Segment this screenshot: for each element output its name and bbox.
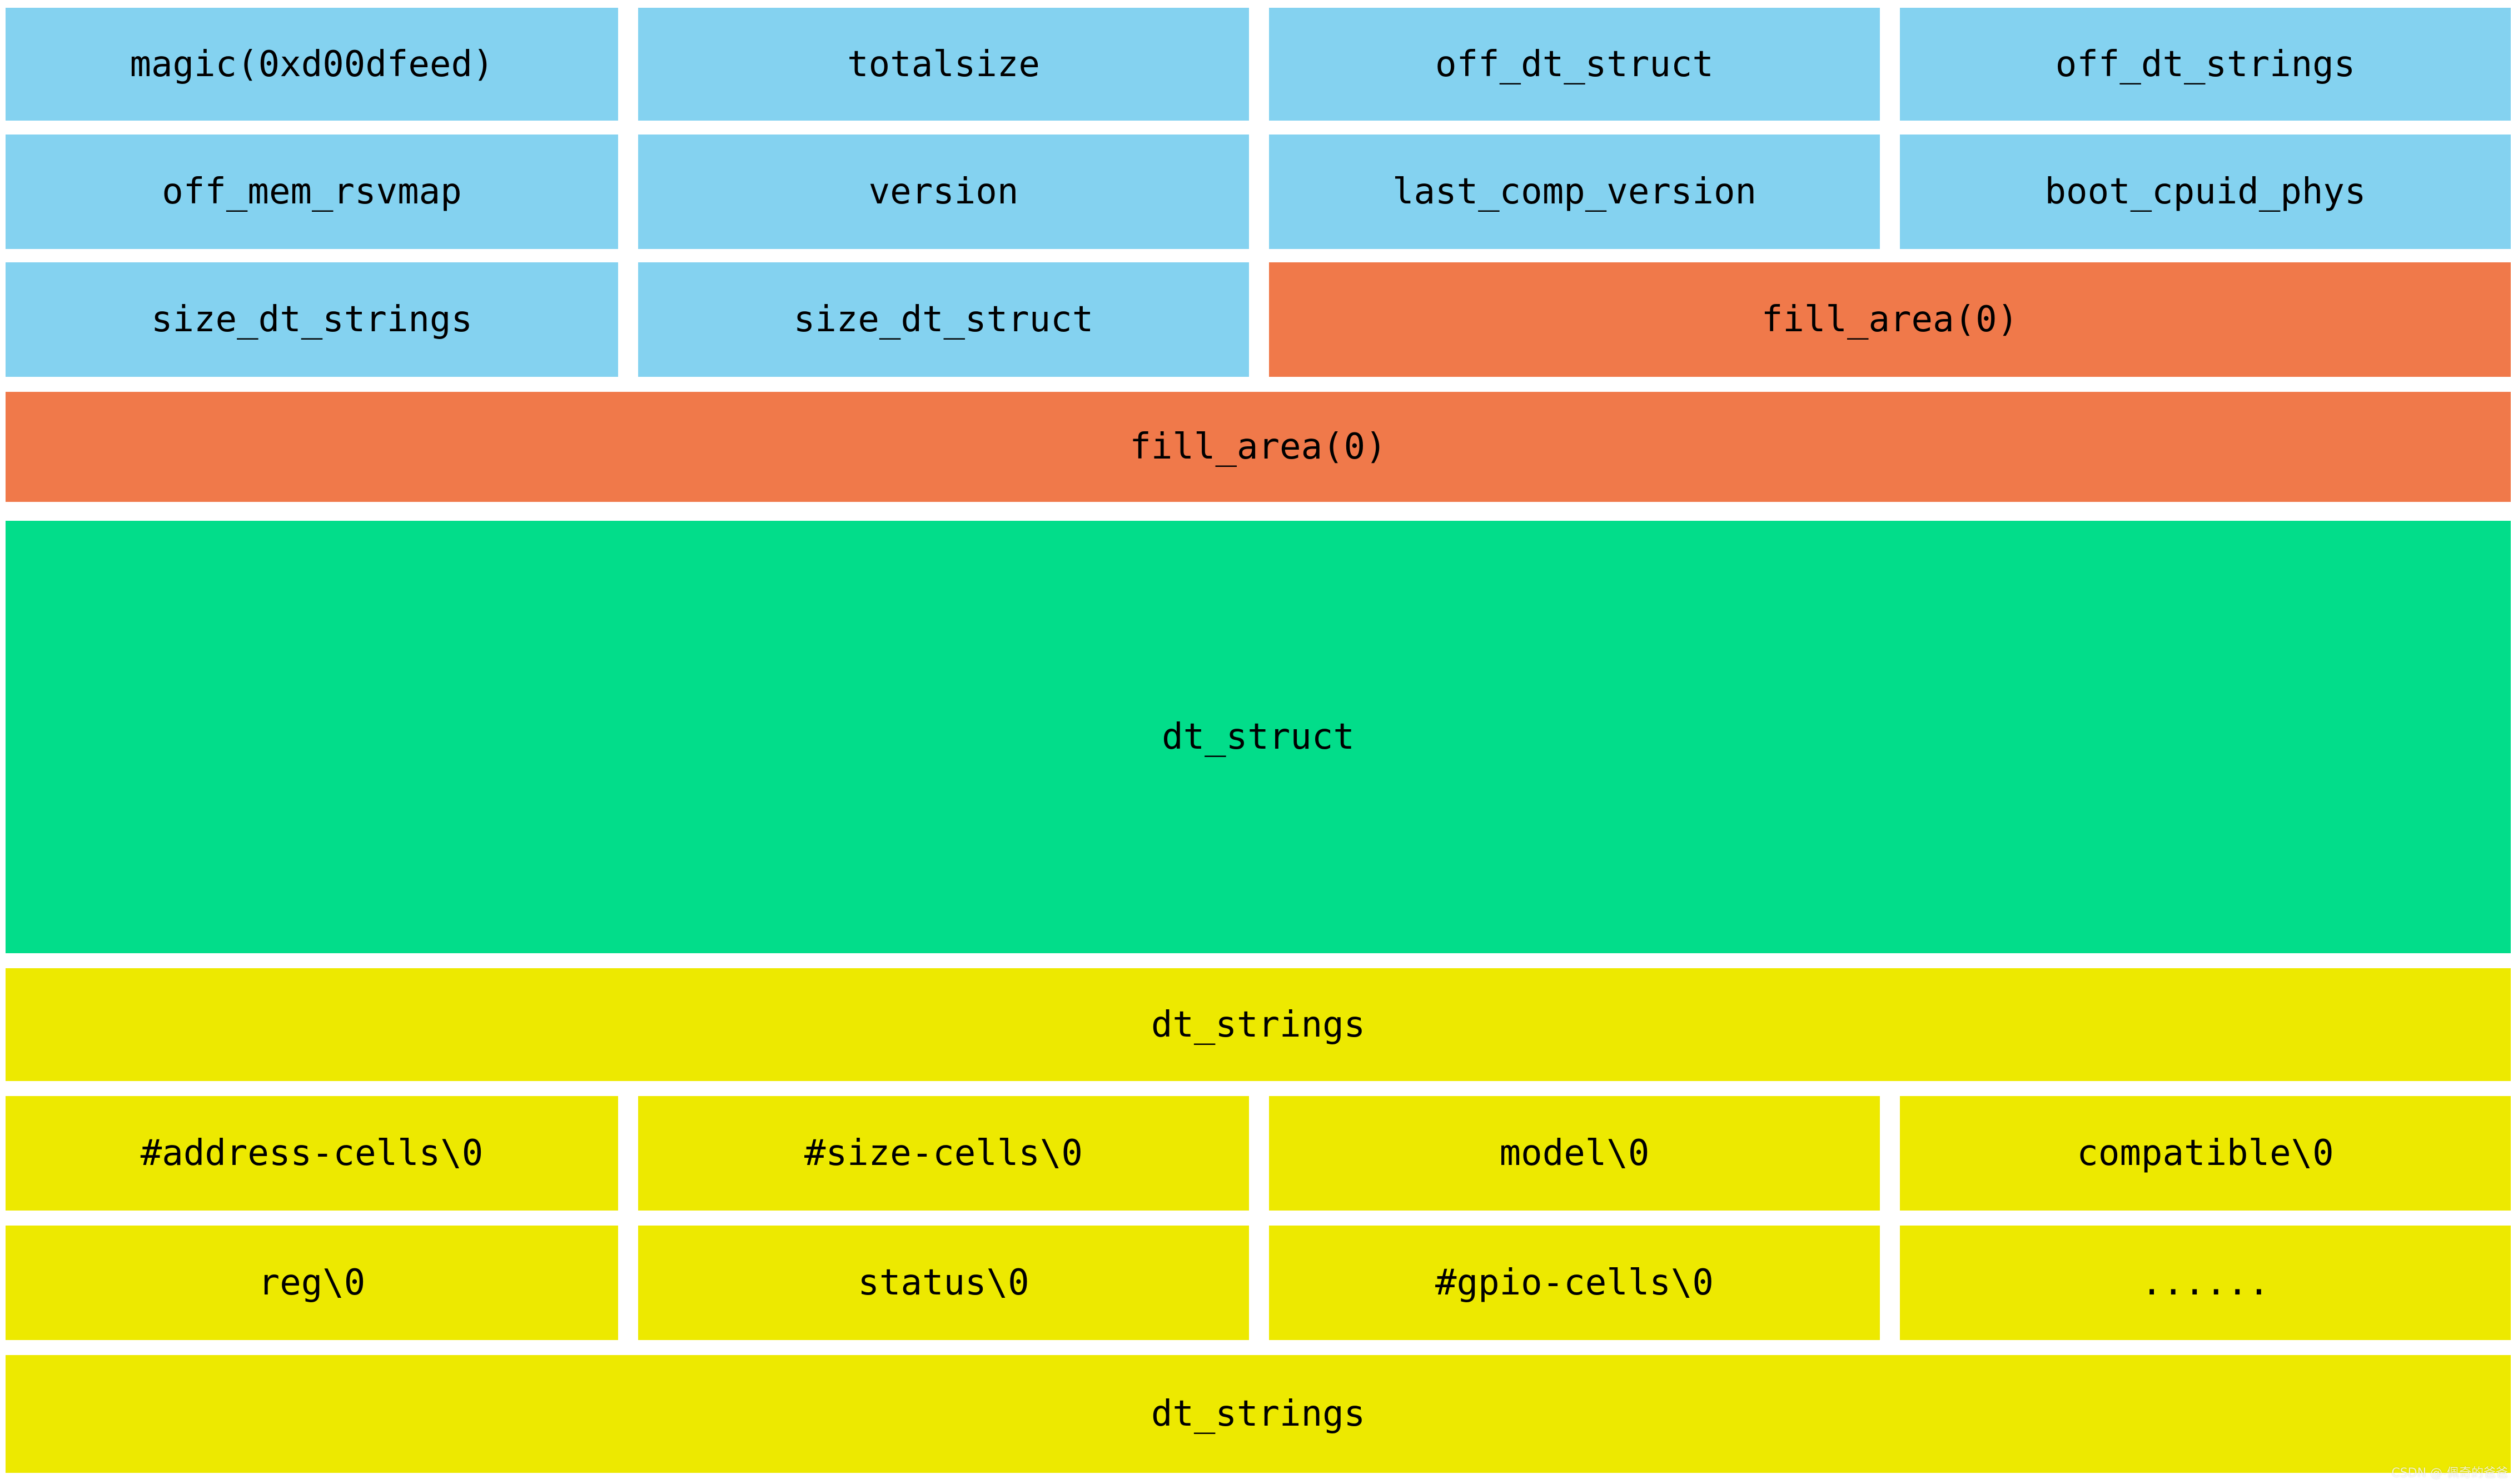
block-label: #size-cells\0: [804, 1133, 1083, 1174]
block-size_dt_strings: size_dt_strings: [6, 262, 618, 377]
block-label: boot_cpuid_phys: [2044, 171, 2366, 212]
block-label: reg\0: [258, 1262, 366, 1303]
block-label: last_comp_version: [1392, 171, 1757, 212]
block-off_mem_rsvmap: off_mem_rsvmap: [6, 135, 618, 249]
block-model: model\0: [1269, 1096, 1880, 1211]
block-status: status\0: [638, 1226, 1249, 1340]
block-totalsize: totalsize: [638, 8, 1249, 121]
block-ellipsis: ......: [1900, 1226, 2511, 1340]
block-reg: reg\0: [6, 1226, 618, 1340]
block-compatible: compatible\0: [1900, 1096, 2511, 1211]
block-label: size_dt_struct: [793, 299, 1094, 340]
block-label: ......: [2141, 1262, 2270, 1303]
block-label: off_dt_struct: [1435, 43, 1714, 85]
block-label: size_dt_strings: [151, 299, 472, 340]
block-label: model\0: [1499, 1133, 1650, 1174]
block-label: magic(0xd00dfeed): [130, 43, 494, 85]
block-size_cells: #size-cells\0: [638, 1096, 1249, 1211]
block-fill_area_right: fill_area(0): [1269, 262, 2511, 377]
block-fill_area_full: fill_area(0): [6, 392, 2511, 502]
block-dt_strings_top: dt_strings: [6, 968, 2511, 1081]
block-label: #address-cells\0: [140, 1133, 484, 1174]
block-off_dt_struct: off_dt_struct: [1269, 8, 1880, 121]
block-label: totalsize: [847, 43, 1040, 85]
block-boot_cpuid_phys: boot_cpuid_phys: [1900, 135, 2511, 249]
block-label: dt_strings: [1151, 1393, 1366, 1435]
block-label: compatible\0: [2077, 1133, 2334, 1174]
block-dt_struct: dt_struct: [6, 521, 2511, 953]
block-last_comp_version: last_comp_version: [1269, 135, 1880, 249]
block-version: version: [638, 135, 1249, 249]
block-size_dt_struct: size_dt_struct: [638, 262, 1249, 377]
block-off_dt_strings: off_dt_strings: [1900, 8, 2511, 121]
block-label: dt_strings: [1151, 1004, 1366, 1045]
block-address_cells: #address-cells\0: [6, 1096, 618, 1211]
block-label: version: [868, 171, 1019, 212]
block-label: dt_struct: [1162, 716, 1355, 758]
block-label: #gpio-cells\0: [1435, 1262, 1714, 1303]
block-gpio_cells: #gpio-cells\0: [1269, 1226, 1880, 1340]
block-label: fill_area(0): [1761, 299, 2019, 340]
block-label: status\0: [858, 1262, 1029, 1303]
block-magic: magic(0xd00dfeed): [6, 8, 618, 121]
block-label: fill_area(0): [1129, 426, 1387, 467]
block-dt_strings_bottom: dt_strings: [6, 1355, 2511, 1473]
block-label: off_mem_rsvmap: [162, 171, 462, 212]
block-label: off_dt_strings: [2055, 43, 2356, 85]
